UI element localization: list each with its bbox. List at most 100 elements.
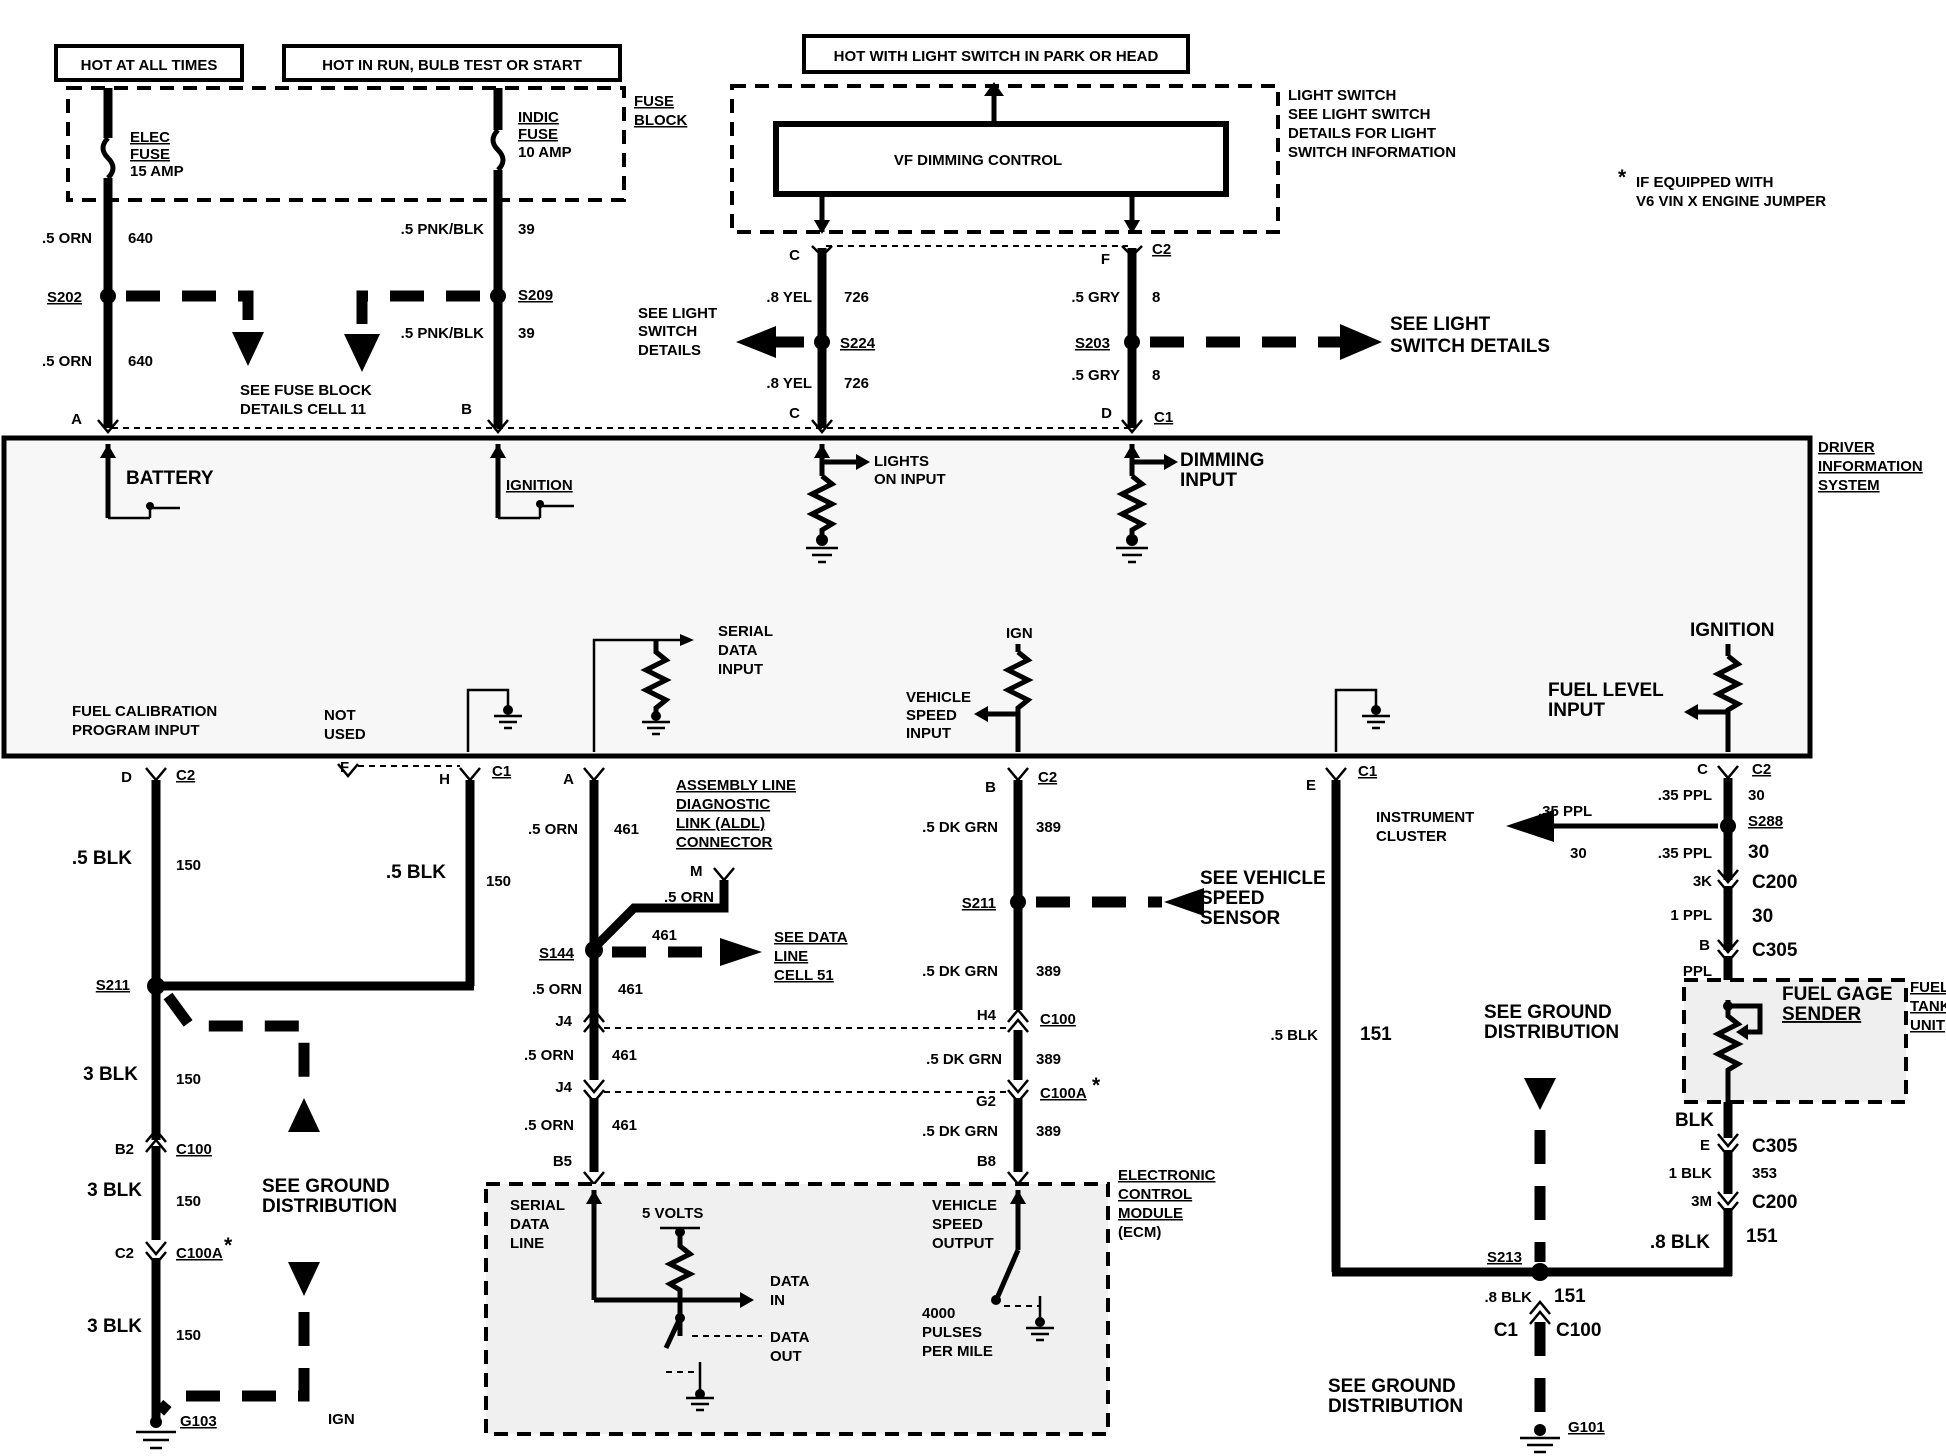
data-in-label: DATA	[770, 1273, 810, 1290]
svg-text:S209: S209	[518, 287, 553, 304]
svg-text:E: E	[1700, 1137, 1710, 1154]
see-ground-distribution-left: SEE GROUND	[262, 1176, 390, 1197]
svg-text:SWITCH: SWITCH	[638, 323, 697, 340]
svg-text:.8 YEL: .8 YEL	[766, 289, 812, 306]
svg-text:8: 8	[1152, 289, 1160, 306]
svg-text:FUSE: FUSE	[518, 126, 558, 143]
svg-text:389: 389	[1036, 1051, 1061, 1068]
svg-text:.5 DK GRN: .5 DK GRN	[922, 1123, 998, 1140]
svg-text:TANK: TANK	[1910, 998, 1946, 1015]
svg-text:.5 BLK: .5 BLK	[386, 862, 446, 883]
light-switch-label: LIGHT SWITCH	[1288, 87, 1396, 104]
five-volts-label: 5 VOLTS	[642, 1205, 703, 1222]
battery-label: BATTERY	[126, 468, 214, 489]
fuel-tank-unit-box	[1682, 978, 1908, 1104]
elec-fuse-icon	[100, 136, 116, 180]
svg-text:SPEED: SPEED	[1200, 888, 1264, 909]
svg-text:640: 640	[128, 353, 153, 370]
svg-text:DISTRIBUTION: DISTRIBUTION	[1484, 1022, 1619, 1043]
fuse-block-label: FUSE	[634, 93, 674, 110]
ign-label: IGN	[1006, 625, 1033, 642]
svg-text:726: 726	[844, 289, 869, 306]
hot-at-all-times-label: HOT AT ALL TIMES	[81, 57, 218, 74]
svg-text:G103: G103	[180, 1413, 217, 1430]
svg-text:SPEED: SPEED	[932, 1216, 983, 1233]
svg-text:150: 150	[176, 1327, 201, 1344]
driver-information-system: DRIVER INFORMATION SYSTEM BATTERY IGNITI…	[1, 435, 1923, 759]
fuel-level-input-label: FUEL LEVEL	[1548, 680, 1664, 701]
svg-text:.5 ORN: .5 ORN	[524, 1047, 574, 1064]
svg-text:.5 ORN: .5 ORN	[532, 981, 582, 998]
svg-text:E: E	[1306, 777, 1316, 794]
svg-text:3M: 3M	[1691, 1193, 1712, 1210]
svg-text:461: 461	[614, 821, 639, 838]
svg-text:.5 ORN: .5 ORN	[528, 821, 578, 838]
light-switch: VF DIMMING CONTROL LIGHT SWITCH SEE LIGH…	[730, 82, 1456, 234]
svg-text:J4: J4	[555, 1013, 572, 1030]
svg-text:461: 461	[652, 927, 677, 944]
svg-text:H4: H4	[977, 1007, 997, 1024]
elec-fuse-label: ELEC	[130, 129, 170, 146]
svg-text:C: C	[789, 405, 800, 422]
svg-text:.5 DK GRN: .5 DK GRN	[922, 819, 998, 836]
svg-text:C1: C1	[1154, 409, 1173, 426]
svg-text:C200: C200	[1752, 1192, 1797, 1213]
svg-text:.35 PPL: .35 PPL	[1538, 803, 1592, 820]
svg-text:461: 461	[612, 1047, 637, 1064]
svg-text:C: C	[789, 247, 800, 264]
dis-label: DRIVER	[1818, 439, 1875, 456]
svg-text:.5 GRY: .5 GRY	[1071, 367, 1120, 384]
svg-text:PPL: PPL	[1683, 963, 1712, 980]
svg-text:.5 ORN: .5 ORN	[42, 353, 92, 370]
svg-text:.5 ORN: .5 ORN	[664, 889, 714, 906]
svg-text:151: 151	[1554, 1286, 1586, 1307]
svg-text:C2: C2	[176, 767, 195, 784]
ignition-right-label: IGNITION	[1690, 620, 1774, 641]
splice-s211-left	[147, 977, 165, 995]
footnote-star: *	[1618, 166, 1627, 189]
svg-text:151: 151	[1360, 1024, 1392, 1045]
svg-text:S202: S202	[47, 289, 82, 306]
svg-text:C2: C2	[115, 1245, 134, 1262]
svg-text:CONTROL: CONTROL	[1118, 1186, 1192, 1203]
svg-text:30: 30	[1752, 906, 1773, 927]
svg-text:.5 DK GRN: .5 DK GRN	[926, 1051, 1002, 1068]
svg-text:.5 BLK: .5 BLK	[72, 848, 132, 869]
see-fuse-block-details: SEE FUSE BLOCK	[240, 382, 372, 399]
svg-text:FUSE: FUSE	[130, 146, 170, 163]
svg-text:PER MILE: PER MILE	[922, 1343, 993, 1360]
svg-text:1 BLK: 1 BLK	[1669, 1165, 1713, 1182]
fuel-gage-sender-label: FUEL GAGE	[1782, 984, 1893, 1005]
svg-text:150: 150	[486, 873, 511, 890]
svg-text:10 AMP: 10 AMP	[518, 144, 572, 161]
svg-text:C100: C100	[1040, 1011, 1076, 1028]
svg-text:INPUT: INPUT	[1180, 470, 1237, 491]
svg-text:S144: S144	[539, 945, 575, 962]
see-light-switch-details-right: SEE LIGHT	[1390, 314, 1491, 335]
svg-text:F: F	[1101, 251, 1110, 268]
svg-text:J4: J4	[555, 1079, 572, 1096]
vehicle-speed-input-label: VEHICLE	[906, 689, 971, 706]
svg-text:SWITCH DETAILS: SWITCH DETAILS	[1390, 336, 1550, 357]
svg-text:S211: S211	[962, 895, 996, 912]
svg-text:S288: S288	[1748, 813, 1783, 830]
svg-text:640: 640	[128, 230, 153, 247]
svg-text:C2: C2	[1152, 241, 1171, 258]
indic-fuse-icon	[490, 128, 506, 172]
svg-text:3 BLK: 3 BLK	[87, 1180, 142, 1201]
svg-text:S203: S203	[1075, 335, 1110, 352]
svg-text:SENSOR: SENSOR	[1200, 908, 1281, 929]
svg-text:DISTRIBUTION: DISTRIBUTION	[1328, 1396, 1463, 1417]
svg-text:726: 726	[844, 375, 869, 392]
svg-text:*: *	[224, 1234, 233, 1257]
svg-text:ON INPUT: ON INPUT	[874, 471, 946, 488]
svg-text:461: 461	[618, 981, 643, 998]
serial-data-line-label: SERIAL	[510, 1197, 565, 1214]
svg-text:3 BLK: 3 BLK	[83, 1064, 138, 1085]
svg-text:LINE: LINE	[510, 1235, 544, 1252]
svg-text:C2: C2	[1038, 769, 1057, 786]
svg-text:C1: C1	[1358, 763, 1377, 780]
dimming-input-label: DIMMING	[1180, 450, 1264, 471]
svg-text:OUTPUT: OUTPUT	[932, 1235, 994, 1252]
svg-text:.8 BLK: .8 BLK	[1650, 1232, 1710, 1253]
